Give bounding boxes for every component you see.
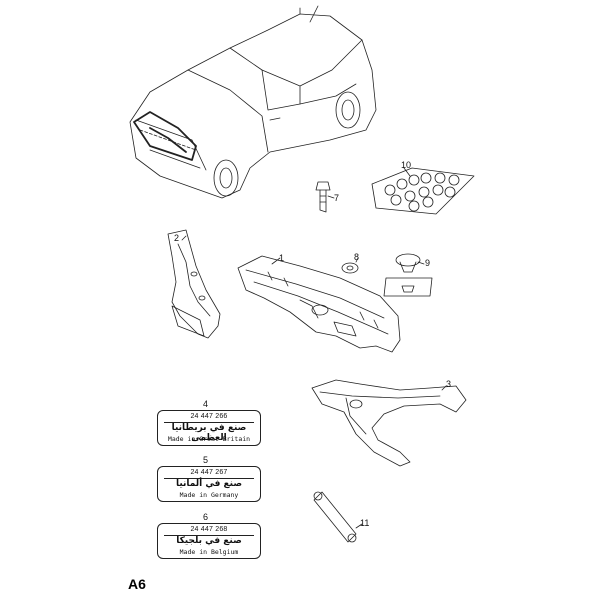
callout-1: 1 [279, 253, 285, 263]
retaining-clip [383, 253, 433, 297]
callout-7: 7 [334, 193, 340, 203]
origin-plate-great-britain: 24 447 266 صنع في بريطانيا العظمى Made i… [157, 410, 261, 446]
plate-part-number: 24 447 268 [190, 526, 228, 533]
plate-arabic-text: صنع في ألمانيا [175, 479, 243, 489]
front-panel [237, 255, 401, 353]
origin-plate-belgium: 24 447 268 صنع في بلجيكا Made in Belgium [157, 523, 261, 559]
callout-6: 6 [203, 512, 209, 522]
plate-part-number: 24 447 267 [190, 469, 228, 476]
plate-english-text: Made in Germany [179, 491, 239, 499]
callout-2: 2 [174, 233, 180, 243]
callout-3: 3 [446, 379, 452, 389]
callout-8: 8 [354, 252, 360, 262]
plate-divider [164, 478, 254, 479]
callout-10: 10 [401, 160, 412, 170]
car-illustration [129, 5, 377, 199]
plate-arabic-text: صنع في بريطانيا العظمى [171, 423, 247, 443]
callout-5: 5 [203, 455, 209, 465]
plate-arabic-text: صنع في بلجيكا [176, 536, 242, 546]
callout-9: 9 [425, 258, 431, 268]
plate-english-text: Made in Great Britain [167, 435, 251, 443]
plate-divider [164, 422, 254, 423]
car-front-highlight [133, 111, 197, 161]
plate-divider [164, 535, 254, 536]
sheet-code: A6 [128, 576, 146, 592]
side-bracket [167, 229, 221, 339]
plate-english-text: Made in Belgium [179, 548, 239, 556]
nut [341, 262, 359, 274]
seal-strip [313, 491, 357, 543]
callout-11: 11 [360, 518, 370, 528]
origin-plate-germany: 24 447 267 صنع في ألمانيا Made in German… [157, 466, 261, 502]
cross-member [311, 379, 467, 467]
insulation-pad [371, 167, 475, 215]
plate-part-number: 24 447 266 [190, 413, 228, 420]
bolt [315, 181, 331, 213]
callout-4: 4 [203, 399, 209, 409]
